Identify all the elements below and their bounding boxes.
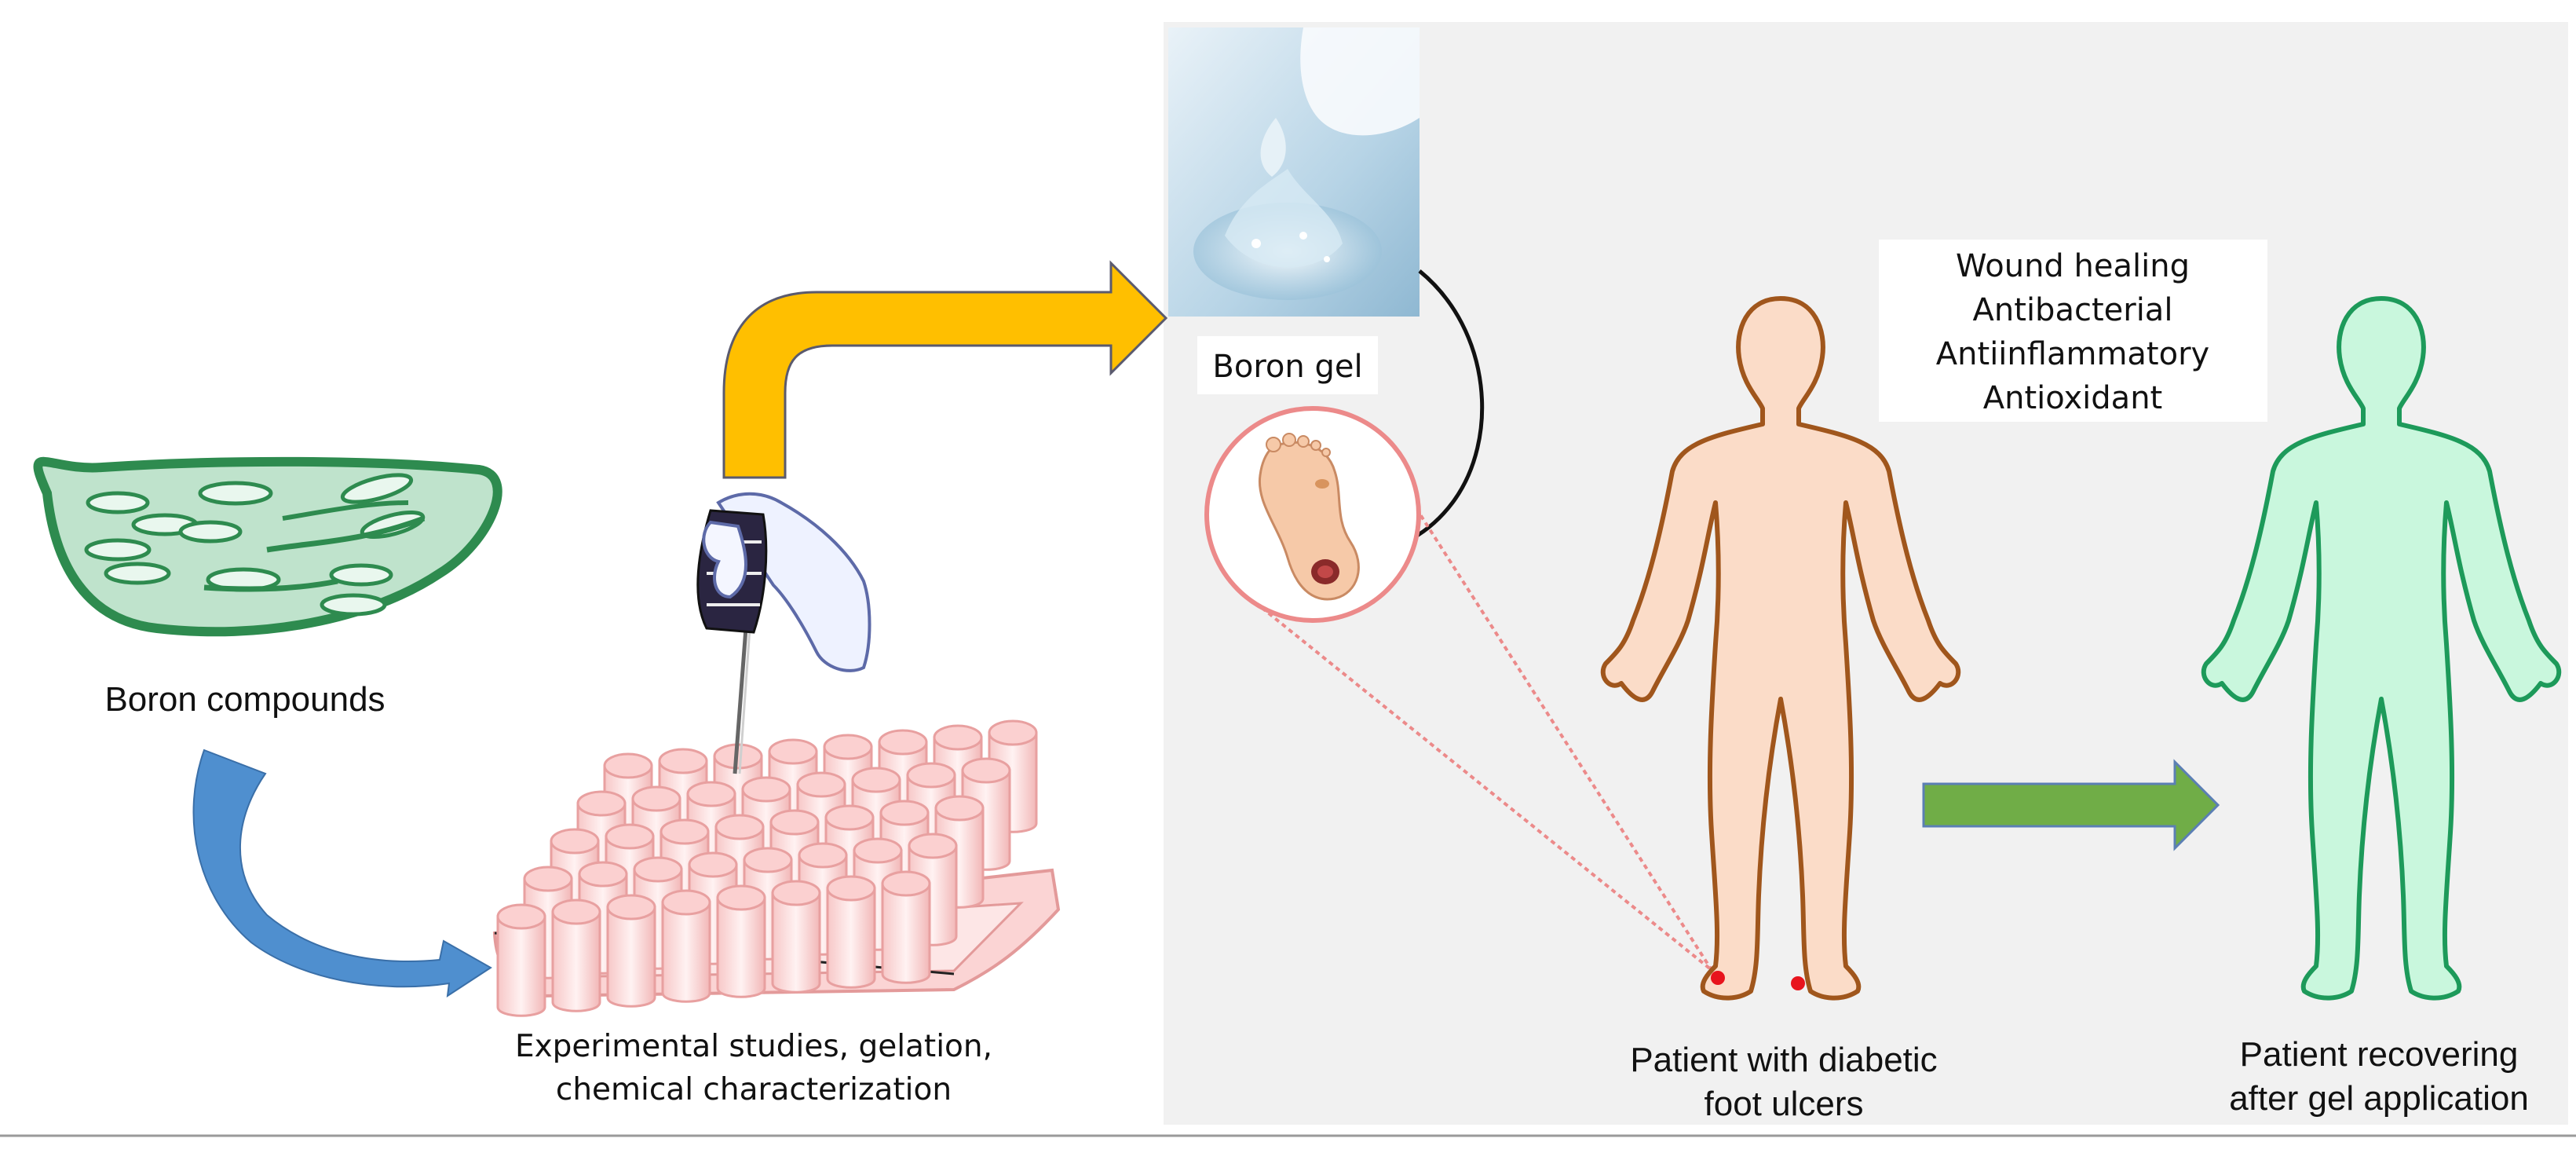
test-tube xyxy=(881,870,931,984)
human-body-icon xyxy=(1600,296,1961,1001)
boron-compounds-label: Boron compounds xyxy=(104,680,385,719)
property-item: Antiinflammatory xyxy=(1936,336,2209,372)
gloved-hand-pipette-icon xyxy=(696,492,871,774)
gel-bottle-icon xyxy=(1168,27,1420,317)
experimental-label-line2: chemical characterization xyxy=(556,1072,952,1107)
experimental-label-line1: Experimental studies, gelation, xyxy=(515,1029,992,1064)
test-tube xyxy=(606,894,656,1008)
tube-rack-icon xyxy=(492,719,1061,1017)
patient-with-ulcers-figure xyxy=(1600,296,1961,1001)
boron-gel-label: Boron gel xyxy=(1212,349,1362,385)
green-arrow xyxy=(1922,759,2220,851)
ulcer-marker xyxy=(1791,976,1805,990)
recovering-label-line1: Patient recovering xyxy=(2240,1035,2519,1074)
test-tube xyxy=(826,875,876,989)
ulcer-marker xyxy=(1711,971,1725,985)
recovering-body-icon xyxy=(2201,296,2562,1001)
foot-ulcer-zoom xyxy=(1204,406,1713,972)
recovering-label-line2: after gel application xyxy=(2229,1079,2529,1118)
patient-label-line2: foot ulcers xyxy=(1705,1085,1864,1123)
foot-ulcer-icon xyxy=(1258,433,1360,601)
test-tube xyxy=(496,903,546,1017)
property-item: Antioxidant xyxy=(1983,380,2162,416)
test-tube xyxy=(551,899,601,1012)
patient-label-line1: Patient with diabetic xyxy=(1630,1041,1937,1079)
property-item: Wound healing xyxy=(1956,248,2190,284)
blue-curved-arrow xyxy=(192,749,492,998)
test-tube xyxy=(661,889,711,1003)
properties-box xyxy=(1879,240,2267,422)
properties-list: Wound healing Antibacterial Antiinflamma… xyxy=(1936,248,2209,416)
yellow-elbow-arrow xyxy=(722,260,1168,479)
property-item: Antibacterial xyxy=(1973,292,2173,328)
boron-gel-label-box xyxy=(1197,336,1378,394)
cell-organelle-icon xyxy=(33,456,502,637)
test-tube xyxy=(771,880,821,994)
test-tube xyxy=(716,884,766,998)
